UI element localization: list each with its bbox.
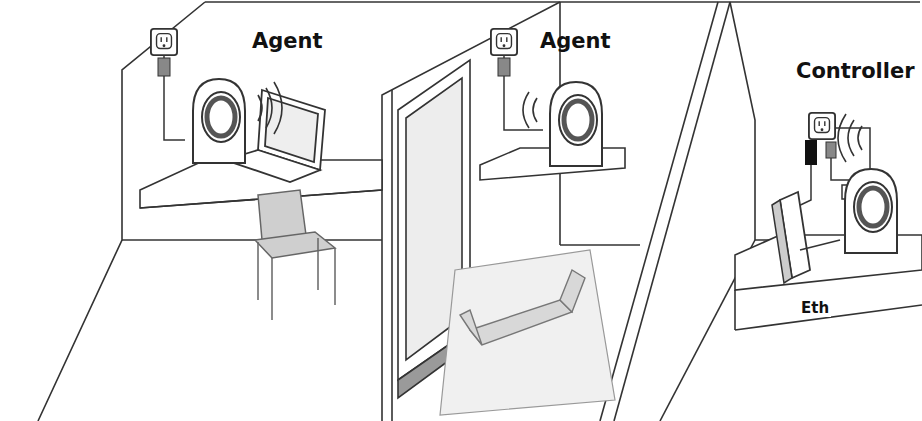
port-label: Eth (799, 300, 831, 317)
device-label: Controller (796, 60, 915, 83)
device-label: Agent (540, 30, 611, 53)
device-label: Agent (252, 30, 323, 53)
